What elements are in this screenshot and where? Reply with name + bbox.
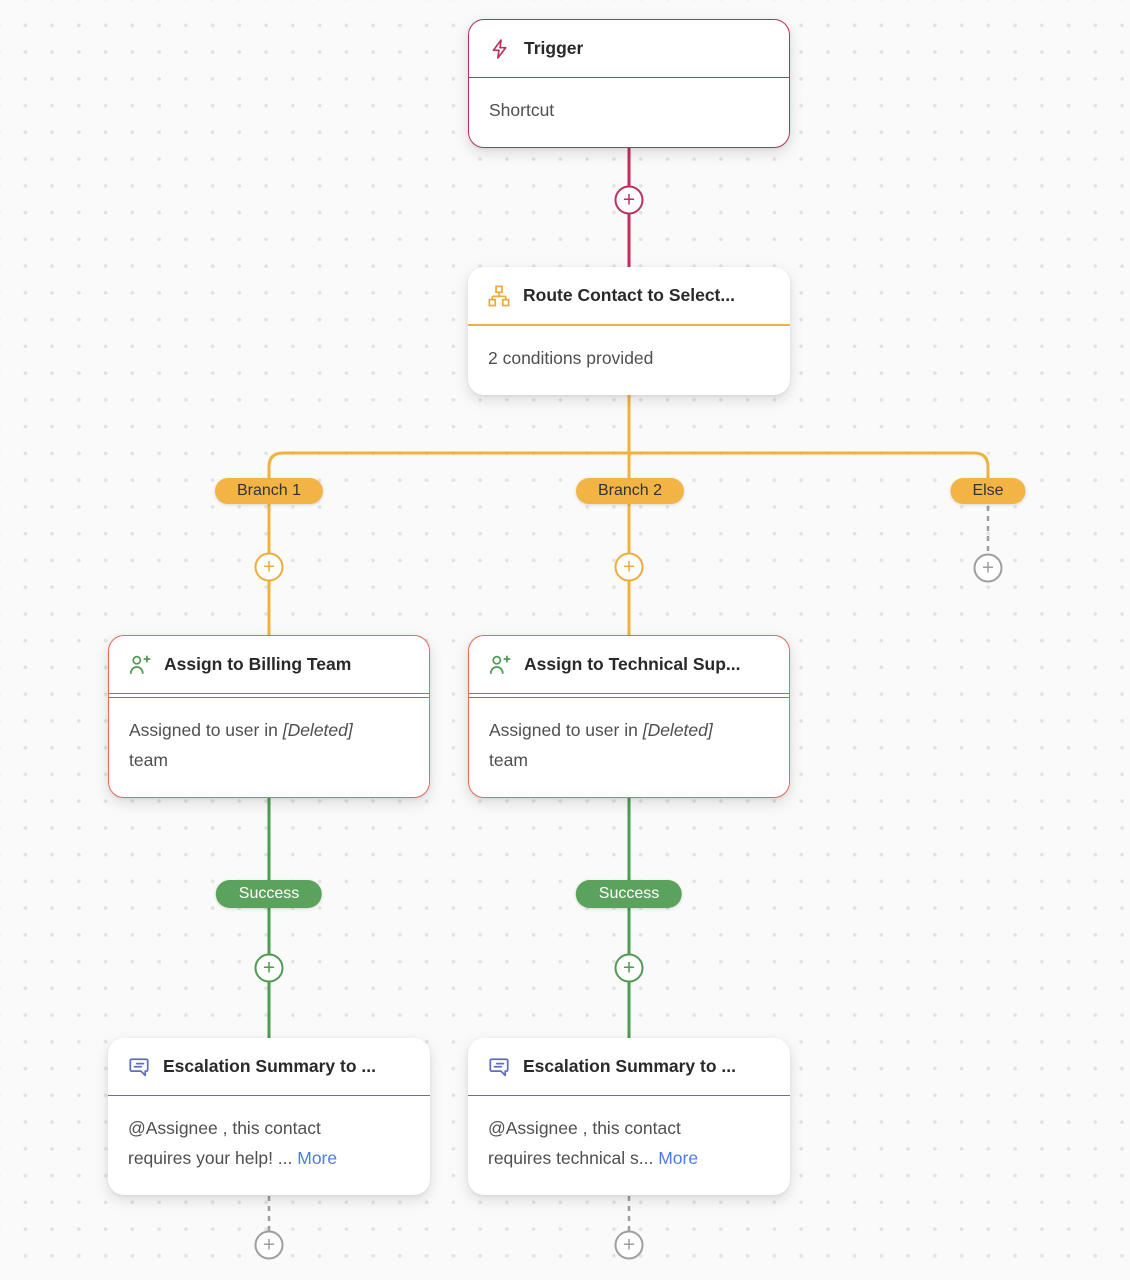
comment-icon [129, 1057, 149, 1076]
plus-icon: + [622, 188, 636, 211]
assign-body-text: Assigned to user in [489, 719, 643, 740]
escalation-right-node-title: Escalation Summary to ... [523, 1056, 736, 1076]
route-node-body: 2 conditions provided [488, 348, 654, 368]
success-label-right: Success [575, 880, 683, 908]
assign-billing-node-header: Assign to Billing Team [109, 636, 429, 693]
deleted-team-text: [Deleted] [642, 719, 713, 740]
node-divider [468, 324, 790, 326]
escalation-left-node[interactable]: Escalation Summary to ... @Assignee , th… [108, 1038, 430, 1195]
plus-icon: + [981, 556, 995, 579]
node-divider [109, 693, 429, 698]
escalation-right-node-body: @Assignee , this contact requires techni… [468, 1096, 790, 1195]
add-step-button-branch-1[interactable]: + [254, 552, 284, 582]
add-step-button-else[interactable]: + [973, 553, 1003, 583]
person-add-icon [489, 655, 511, 674]
escalation-left-node-body: @Assignee , this contact requires your h… [108, 1096, 430, 1195]
add-step-button-bottom-right[interactable]: + [614, 1230, 644, 1260]
assign-body-text: team [129, 749, 168, 770]
deleted-team-text: [Deleted] [282, 719, 353, 740]
add-step-button-success-right[interactable]: + [614, 953, 644, 983]
assign-technical-node-header: Assign to Technical Sup... [469, 636, 789, 693]
trigger-node-header: Trigger [469, 20, 789, 77]
node-divider [108, 1095, 430, 1096]
plus-icon: + [262, 1233, 276, 1256]
escalation-right-node-header: Escalation Summary to ... [468, 1038, 790, 1095]
node-divider [469, 693, 789, 698]
assign-billing-node-title: Assign to Billing Team [164, 654, 352, 674]
escalation-left-node-header: Escalation Summary to ... [108, 1038, 430, 1095]
assign-body-text: team [489, 749, 528, 770]
add-step-button-after-trigger[interactable]: + [614, 185, 644, 215]
lightning-bolt-icon [492, 38, 507, 59]
assign-technical-node-title: Assign to Technical Sup... [524, 654, 741, 674]
plus-icon: + [622, 1233, 636, 1256]
sitemap-icon [488, 285, 510, 306]
route-node[interactable]: Route Contact to Select... 2 conditions … [468, 267, 790, 395]
assign-billing-node[interactable]: Assign to Billing Team Assigned to user … [108, 635, 430, 798]
add-step-button-bottom-left[interactable]: + [254, 1230, 284, 1260]
node-divider [469, 77, 789, 78]
assign-billing-node-body: Assigned to user in [Deleted] team [109, 698, 429, 797]
comment-icon [489, 1057, 509, 1076]
else-branch-label: Else [950, 478, 1026, 504]
trigger-node[interactable]: Trigger Shortcut [468, 19, 790, 148]
plus-icon: + [622, 555, 636, 578]
assign-technical-node[interactable]: Assign to Technical Sup... Assigned to u… [468, 635, 790, 798]
person-add-icon [129, 655, 151, 674]
plus-icon: + [262, 555, 276, 578]
assign-technical-node-body: Assigned to user in [Deleted] team [469, 698, 789, 797]
route-node-title: Route Contact to Select... [523, 285, 735, 305]
assign-body-text: Assigned to user in [129, 719, 283, 740]
escalation-body-text: @Assignee , this contact requires your h… [128, 1118, 321, 1168]
plus-icon: + [622, 956, 636, 979]
more-link[interactable]: More [658, 1148, 699, 1168]
plus-icon: + [262, 956, 276, 979]
branch-1-label: Branch 1 [214, 478, 324, 504]
trigger-node-body: Shortcut [489, 100, 555, 120]
route-node-header: Route Contact to Select... [468, 267, 790, 324]
success-label-left: Success [215, 880, 323, 908]
branch-2-label: Branch 2 [575, 478, 685, 504]
add-step-button-success-left[interactable]: + [254, 953, 284, 983]
add-step-button-branch-2[interactable]: + [614, 552, 644, 582]
escalation-body-text: @Assignee , this contact requires techni… [488, 1118, 681, 1168]
more-link[interactable]: More [297, 1148, 338, 1168]
trigger-node-title: Trigger [524, 38, 584, 58]
escalation-right-node[interactable]: Escalation Summary to ... @Assignee , th… [468, 1038, 790, 1195]
node-divider [468, 1095, 790, 1096]
escalation-left-node-title: Escalation Summary to ... [163, 1056, 376, 1076]
